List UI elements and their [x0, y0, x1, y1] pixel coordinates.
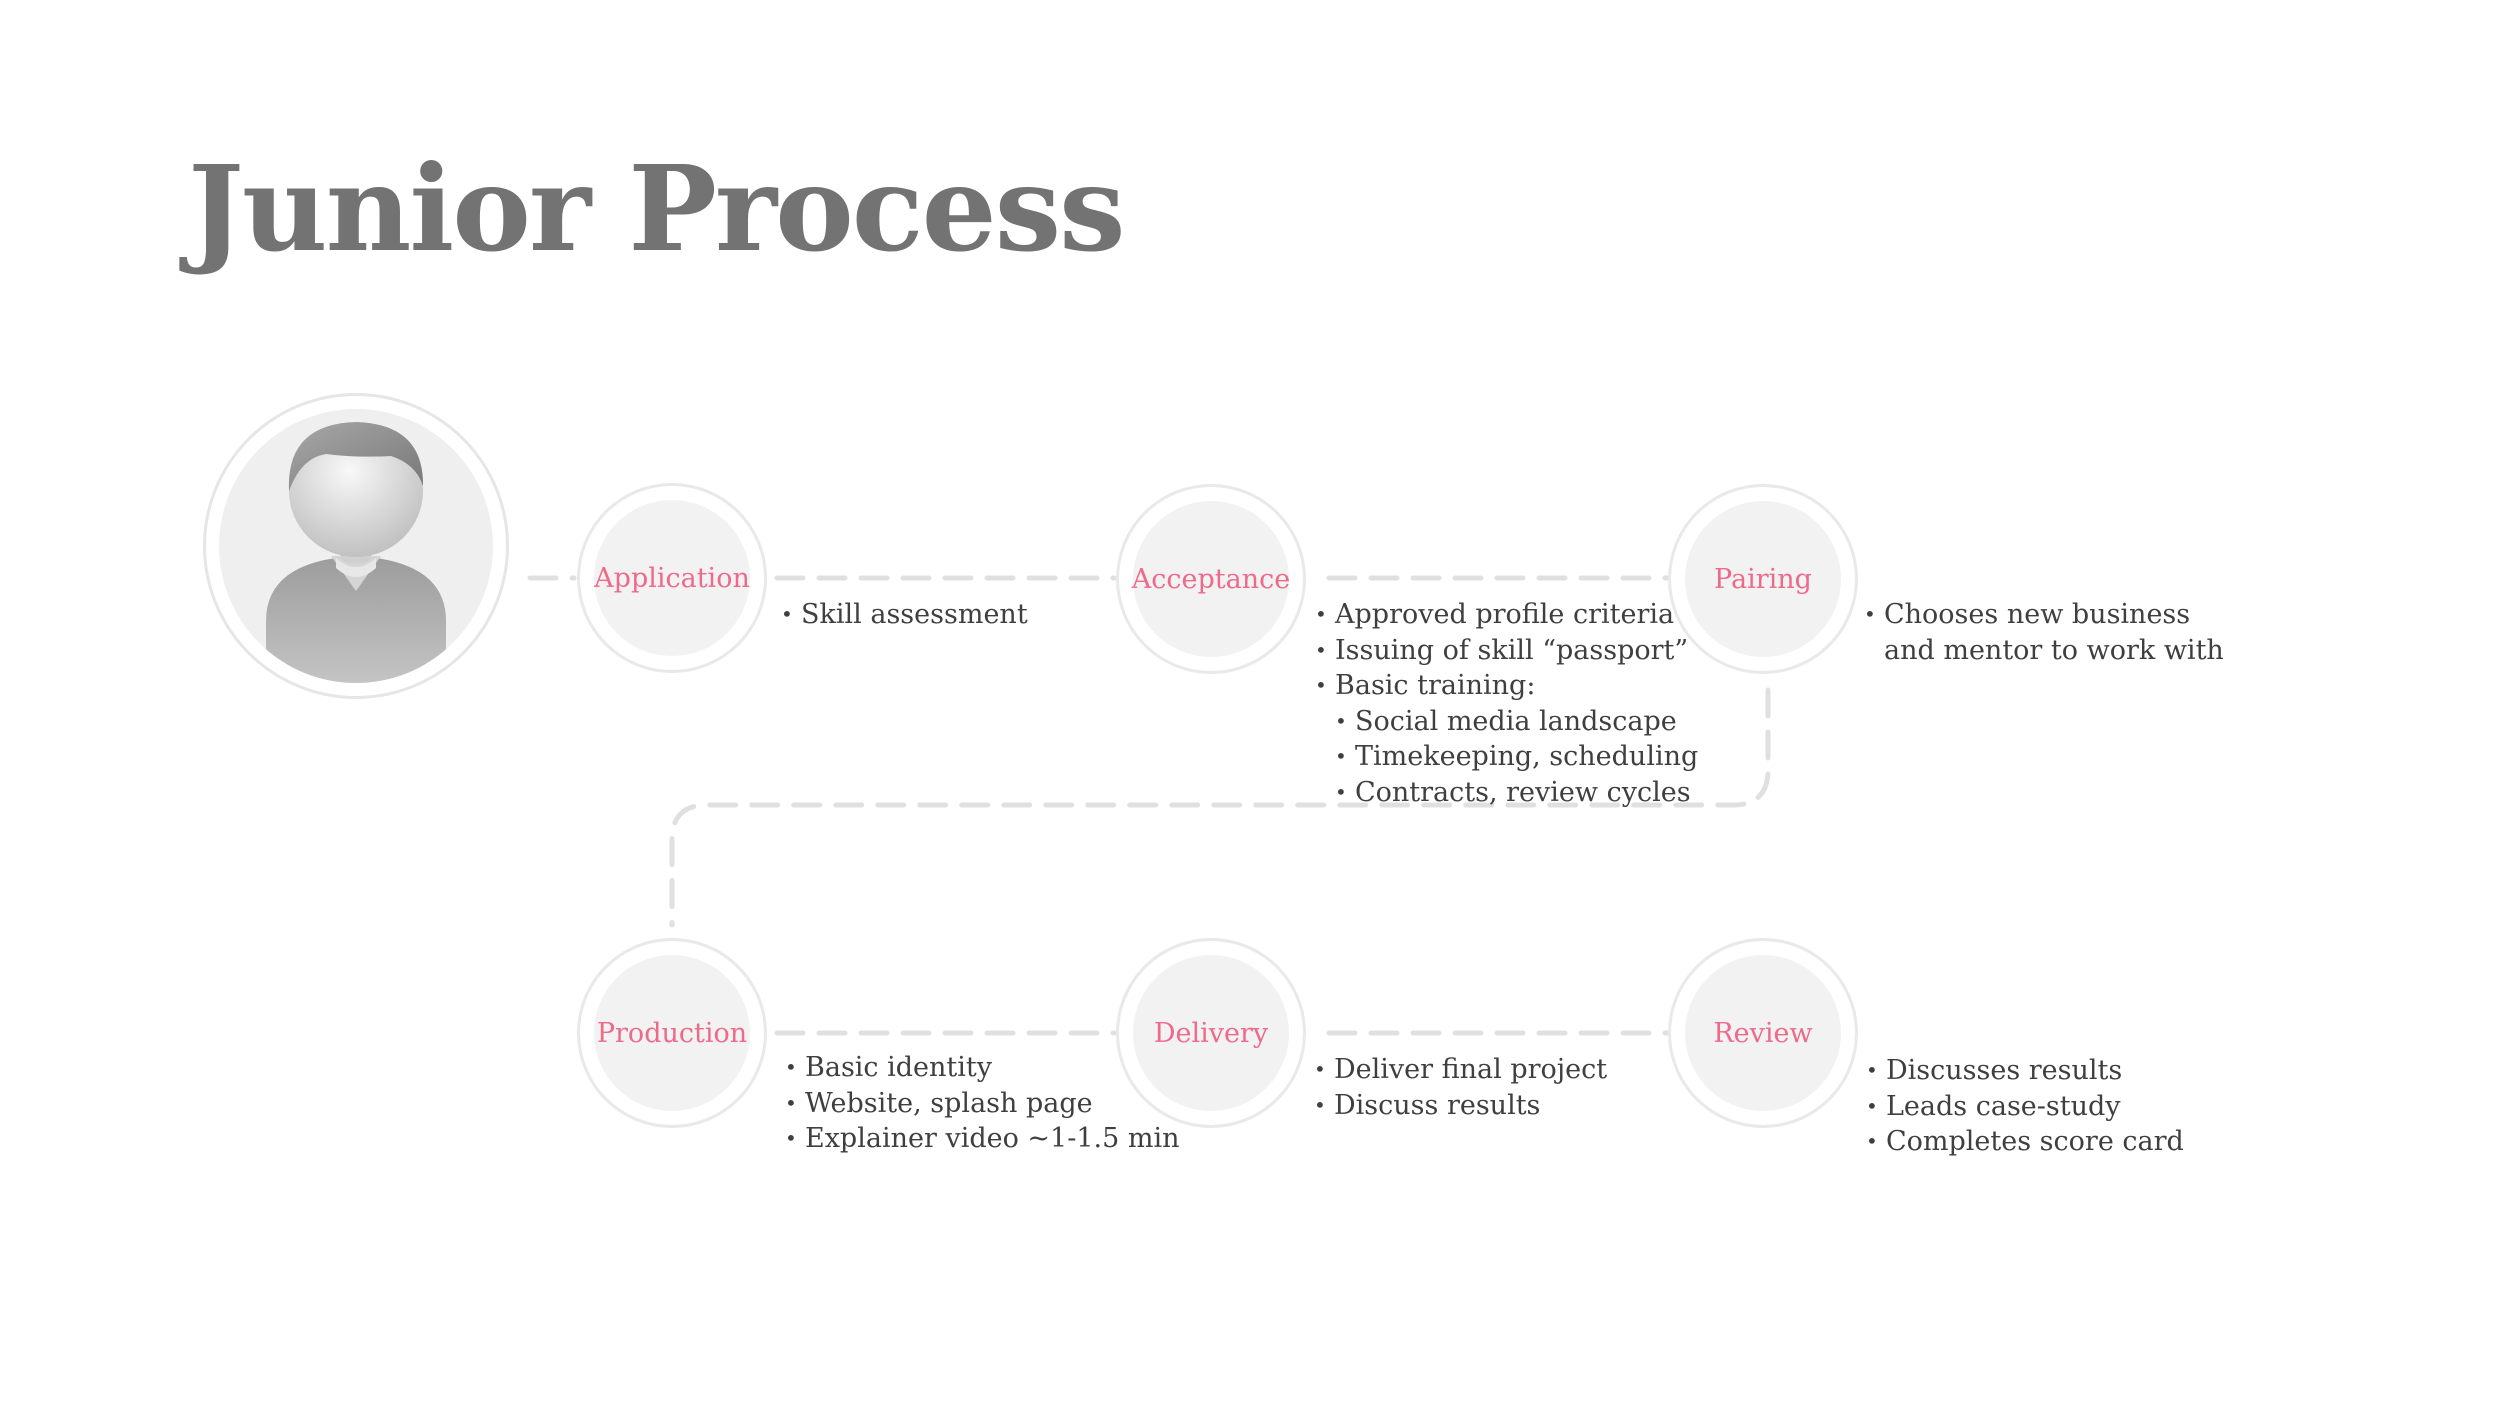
note-subitem: Contracts, review cycles: [1335, 775, 1698, 811]
step-production: Production: [577, 938, 767, 1128]
connector-pairing-production: [669, 687, 1771, 928]
step-acceptance-notes: Approved profile criteria Issuing of ski…: [1315, 597, 1698, 810]
note-item: Deliver final project: [1314, 1052, 1607, 1088]
note-item: Explainer video ~1-1.5 min: [785, 1121, 1180, 1157]
note-item: Approved profile criteria: [1315, 597, 1698, 633]
step-review-circle: [1685, 955, 1841, 1111]
step-application: Application: [577, 483, 767, 673]
note-item: Skill assessment: [781, 597, 1028, 633]
avatar: [203, 393, 509, 699]
step-review-label: Review: [1713, 1017, 1813, 1049]
step-acceptance-circle: [1133, 501, 1289, 657]
step-acceptance-label: Acceptance: [1131, 563, 1291, 595]
step-application-label: Application: [594, 562, 750, 594]
step-production-label: Production: [596, 1017, 748, 1049]
note-item: Basic identity: [785, 1050, 1180, 1086]
note-item: Website, splash page: [785, 1086, 1180, 1122]
note-item: Chooses new business: [1864, 597, 2224, 633]
step-application-circle: [594, 500, 750, 656]
step-delivery: Delivery: [1116, 938, 1306, 1128]
person-icon: [219, 409, 493, 683]
step-pairing-circle: [1685, 501, 1841, 657]
step-application-notes: Skill assessment: [781, 597, 1028, 633]
note-item: Discusses results: [1866, 1053, 2184, 1089]
step-review: Review: [1668, 938, 1858, 1128]
step-pairing: Pairing: [1668, 484, 1858, 674]
note-item: Basic training:: [1315, 668, 1698, 704]
note-item: Completes score card: [1866, 1124, 2184, 1160]
step-production-notes: Basic identity Website, splash page Expl…: [785, 1050, 1180, 1157]
step-delivery-notes: Deliver final project Discuss results: [1314, 1052, 1607, 1123]
step-pairing-notes: Chooses new business and mentor to work …: [1864, 597, 2224, 668]
step-pairing-label: Pairing: [1714, 563, 1812, 595]
step-production-circle: [594, 955, 750, 1111]
page-title: Junior Process: [188, 139, 1126, 278]
note-item-continued: and mentor to work with: [1884, 634, 2224, 666]
note-subitem: Timekeeping, scheduling: [1335, 739, 1698, 775]
note-item: Discuss results: [1314, 1088, 1607, 1124]
note-subitem: Social media landscape: [1335, 704, 1698, 740]
step-delivery-label: Delivery: [1153, 1017, 1269, 1049]
note-item: Leads case-study: [1866, 1089, 2184, 1125]
note-item: Issuing of skill “passport”: [1315, 633, 1698, 669]
step-acceptance: Acceptance: [1116, 484, 1306, 674]
step-delivery-circle: [1133, 955, 1289, 1111]
step-review-notes: Discusses results Leads case-study Compl…: [1866, 1053, 2184, 1160]
